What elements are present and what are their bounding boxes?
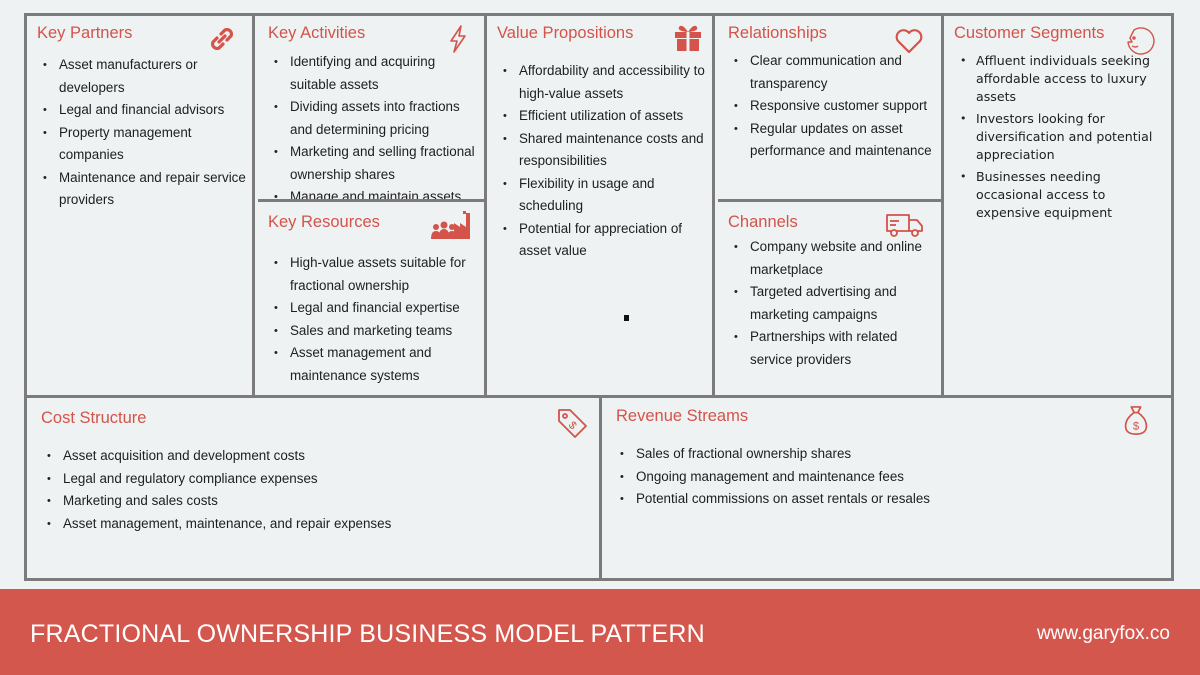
list-item: Legal and regulatory compliance expenses bbox=[47, 468, 595, 491]
footer-website[interactable]: www.garyfox.co bbox=[1036, 623, 1170, 644]
list-item: Marketing and selling fractional ownersh… bbox=[274, 141, 480, 186]
customer-segments-block: Customer Segments Affluent individuals s… bbox=[941, 16, 1171, 395]
list-item: Clear communication and transparency bbox=[734, 50, 937, 95]
relationships-list: Clear communication and transparency Res… bbox=[734, 50, 937, 163]
list-item: Potential for appreciation of asset valu… bbox=[503, 218, 708, 263]
key-partners-block: Key Partners Asset manufacturers or deve… bbox=[27, 16, 255, 395]
svg-text:$: $ bbox=[1133, 420, 1140, 432]
customer-segments-title: Customer Segments bbox=[954, 24, 1105, 42]
list-item: Manage and maintain assets bbox=[274, 186, 480, 199]
list-item: Flexibility in usage and scheduling bbox=[503, 173, 708, 218]
list-item: Businesses needing occasional access to … bbox=[960, 168, 1167, 222]
list-item: Affordability and accessibility to high-… bbox=[503, 60, 708, 105]
channels-block: Channels Company website and online mark… bbox=[718, 205, 941, 395]
key-activities-block: Key Activities Identifying and acquiring… bbox=[258, 16, 484, 202]
footer-title: FRACTIONAL OWNERSHIP BUSINESS MODEL PATT… bbox=[30, 620, 705, 648]
price-tag-icon: $ bbox=[558, 409, 587, 438]
list-item: Affluent individuals seeking affordable … bbox=[960, 52, 1167, 106]
customer-segments-list: Affluent individuals seeking affordable … bbox=[960, 52, 1167, 226]
cost-structure-title: Cost Structure bbox=[41, 409, 147, 427]
list-item: Asset management and maintenance systems bbox=[274, 342, 480, 387]
list-item: Property management companies bbox=[43, 122, 248, 167]
relationships-block: Relationships Clear communication and tr… bbox=[718, 16, 941, 202]
list-item: Asset acquisition and development costs bbox=[47, 445, 595, 468]
gift-icon bbox=[675, 25, 701, 51]
list-item: Shared maintenance costs and responsibil… bbox=[503, 128, 708, 173]
list-item: Potential commissions on asset rentals o… bbox=[620, 488, 1167, 511]
face-icon bbox=[1127, 27, 1155, 55]
key-activities-title: Key Activities bbox=[268, 24, 366, 42]
revenue-streams-list: Sales of fractional ownership shares Ong… bbox=[620, 443, 1167, 511]
list-item: Asset management, maintenance, and repai… bbox=[47, 513, 595, 536]
channels-list: Company website and online marketplace T… bbox=[734, 236, 937, 371]
list-item: Legal and financial expertise bbox=[274, 297, 480, 320]
list-item: Ongoing management and maintenance fees bbox=[620, 466, 1167, 489]
money-bag-icon: $ bbox=[1124, 406, 1148, 435]
heart-icon bbox=[895, 29, 923, 54]
value-propositions-block: Value Propositions Affordability and acc… bbox=[484, 16, 715, 395]
list-item: Responsive customer support bbox=[734, 95, 937, 118]
cost-structure-list: Asset acquisition and development costs … bbox=[47, 445, 595, 535]
footer-banner: FRACTIONAL OWNERSHIP BUSINESS MODEL PATT… bbox=[0, 589, 1200, 675]
list-item: Asset manufacturers or developers bbox=[43, 54, 248, 99]
list-item: Marketing and sales costs bbox=[47, 490, 595, 513]
list-item: Company website and online marketplace bbox=[734, 236, 937, 281]
list-item: Dividing assets into fractions and deter… bbox=[274, 96, 480, 141]
key-resources-title: Key Resources bbox=[268, 213, 380, 231]
list-item: Identifying and acquiring suitable asset… bbox=[274, 51, 480, 96]
list-item: Legal and financial advisors bbox=[43, 99, 248, 122]
key-activities-list: Identifying and acquiring suitable asset… bbox=[274, 51, 480, 199]
link-icon bbox=[210, 27, 234, 51]
key-resources-block: Key Resources High-value assets suitable… bbox=[258, 205, 484, 395]
list-item: Sales and marketing teams bbox=[274, 320, 480, 343]
value-propositions-list: Affordability and accessibility to high-… bbox=[503, 60, 708, 263]
truck-icon bbox=[886, 214, 923, 237]
list-item: Maintenance and repair service providers bbox=[43, 167, 248, 212]
key-partners-list: Asset manufacturers or developers Legal … bbox=[43, 54, 248, 212]
key-partners-title: Key Partners bbox=[37, 24, 133, 42]
channels-title: Channels bbox=[728, 213, 798, 231]
list-item: Regular updates on asset performance and… bbox=[734, 118, 937, 163]
list-item: Efficient utilization of assets bbox=[503, 105, 708, 128]
list-item: Targeted advertising and marketing campa… bbox=[734, 281, 937, 326]
relationships-title: Relationships bbox=[728, 24, 828, 42]
list-item: High-value assets suitable for fractiona… bbox=[274, 252, 480, 297]
revenue-streams-title: Revenue Streams bbox=[616, 407, 749, 425]
revenue-streams-block: Revenue Streams $ Sales of fractional ow… bbox=[602, 395, 1171, 578]
business-model-canvas: Key Partners Asset manufacturers or deve… bbox=[24, 13, 1174, 581]
key-resources-list: High-value assets suitable for fractiona… bbox=[274, 252, 480, 387]
value-propositions-title: Value Propositions bbox=[497, 24, 634, 42]
stray-dot bbox=[624, 315, 629, 321]
list-item: Partnerships with related service provid… bbox=[734, 326, 937, 371]
cost-structure-block: Cost Structure $ Asset acquisition and d… bbox=[27, 395, 602, 578]
factory-icon bbox=[431, 211, 470, 239]
list-item: Investors looking for diversification an… bbox=[960, 110, 1167, 164]
list-item: Sales of fractional ownership shares bbox=[620, 443, 1167, 466]
